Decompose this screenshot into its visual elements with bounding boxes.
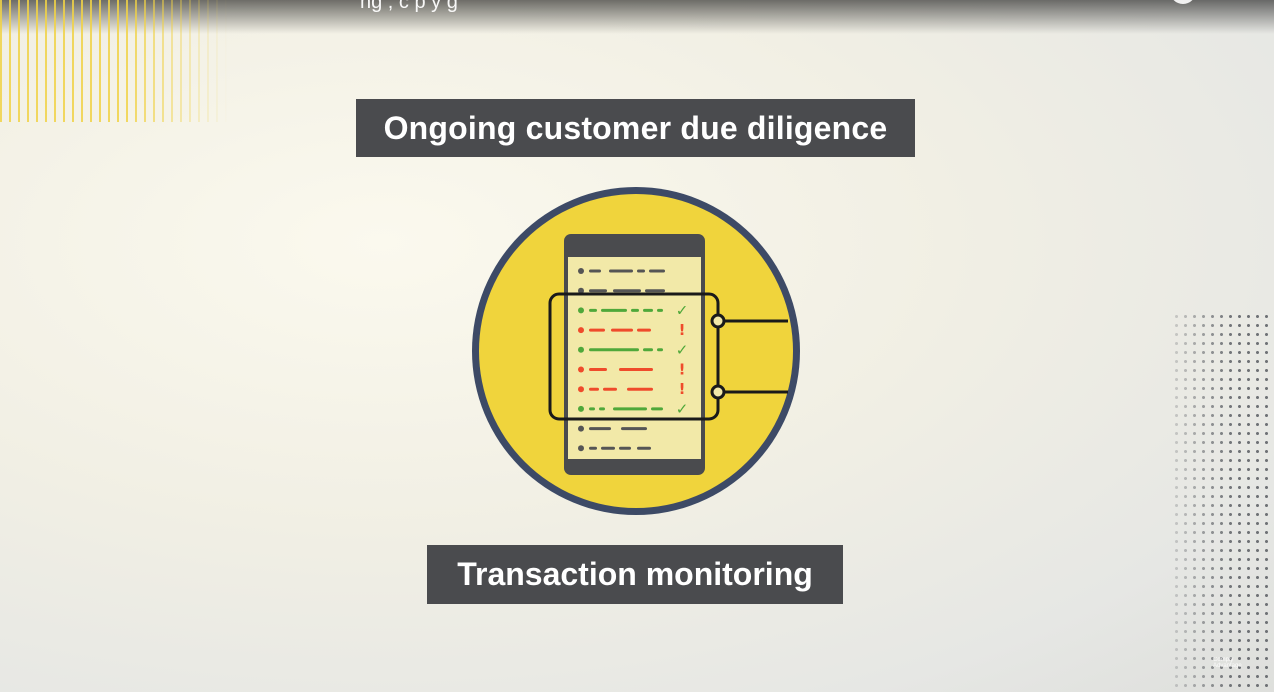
brand-watermark: Comply Advantage [1213,657,1242,669]
row-dash [589,427,611,431]
row-dash [637,328,651,332]
row-dash [657,308,663,312]
heading-text: Ongoing customer due diligence [383,109,888,146]
monitor-frame [548,292,720,421]
row-dash [609,269,633,273]
check-icon: ✓ [676,400,689,418]
check-icon: ✓ [676,341,689,359]
row-dash [589,269,601,273]
row-dash [643,308,653,312]
row-bullet [578,346,584,353]
row-dash [631,308,639,312]
decorative-stripes [0,0,228,122]
row-bullet [578,386,584,393]
video-title[interactable]: ng , c p y g [360,0,458,13]
row-dash [611,328,633,332]
row-dash [619,446,631,450]
channel-avatar-icon[interactable] [1170,0,1196,4]
row-dash [657,348,663,352]
row-bullet [578,287,584,294]
row-dash [643,348,653,352]
transaction-rows: ✓! ✓!! ✓ [578,268,689,452]
row-dash [601,308,627,312]
row-dash [651,407,663,411]
row-dash [627,387,653,391]
row-bullet [578,307,584,314]
row-dash [637,446,651,450]
row-dash [601,446,615,450]
row-bullet [578,268,584,274]
row-dash [603,387,617,391]
row-dash [613,289,641,293]
heading-banner: Ongoing customer due diligence [356,99,915,157]
row-dash [613,407,647,411]
row-dash [637,269,645,273]
transaction-monitoring-icon: ✓! ✓!! ✓ [472,187,800,515]
row-bullet [578,327,584,334]
row-dash [589,348,639,352]
row-dash [589,308,597,312]
row-dash [649,269,665,273]
caption-banner: Transaction monitoring [427,545,843,604]
row-bullet [578,366,584,373]
row-bullet [578,445,584,452]
row-dash [589,446,597,450]
row-dash [589,328,605,332]
row-bullet [578,405,584,412]
row-dash [645,289,665,293]
alert-icon: ! [679,361,686,379]
decorative-dot-grid [1172,312,1274,692]
row-dash [589,289,607,293]
connector-node-bottom [710,384,726,400]
row-dash [621,427,647,431]
connector-node-top [710,313,726,329]
alert-icon: ! [679,380,686,398]
row-dash [589,368,607,371]
row-dash [599,407,605,411]
alert-icon: ! [679,321,686,339]
row-dash [619,368,653,371]
row-dash [589,407,595,411]
row-dash [589,387,599,391]
caption-text: Transaction monitoring [457,556,813,592]
row-bullet [578,425,584,432]
check-icon: ✓ [676,301,689,319]
